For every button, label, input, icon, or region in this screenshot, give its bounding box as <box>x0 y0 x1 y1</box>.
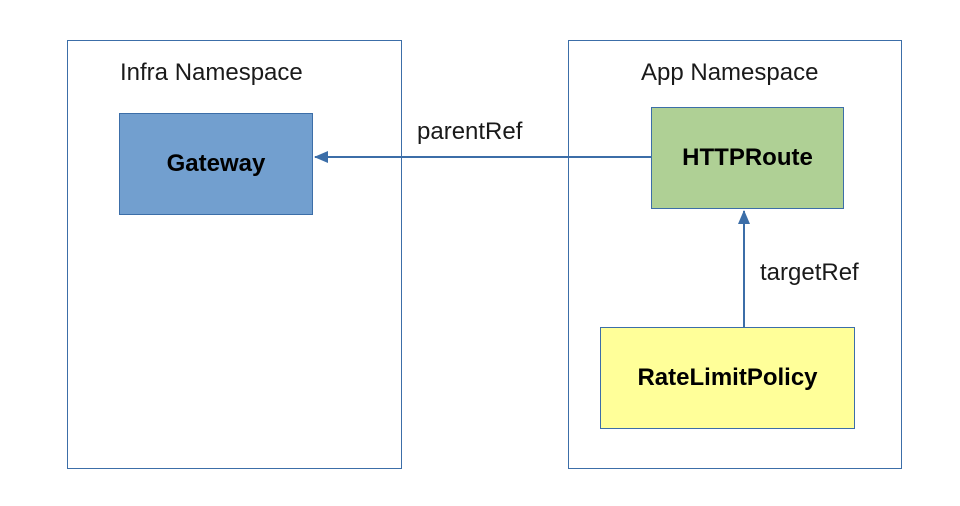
infra-namespace-box: Infra Namespace <box>67 40 402 469</box>
httproute-label: HTTPRoute <box>682 144 813 171</box>
gateway-node: Gateway <box>119 113 313 215</box>
ratelimitpolicy-node: RateLimitPolicy <box>600 327 855 429</box>
parent-ref-label: parentRef <box>417 118 523 145</box>
ratelimitpolicy-label: RateLimitPolicy <box>637 364 818 391</box>
target-ref-label: targetRef <box>760 259 859 286</box>
gateway-label: Gateway <box>166 150 266 177</box>
httproute-node: HTTPRoute <box>651 107 844 209</box>
app-namespace-title: App Namespace <box>641 59 819 86</box>
infra-namespace-title: Infra Namespace <box>120 59 303 86</box>
